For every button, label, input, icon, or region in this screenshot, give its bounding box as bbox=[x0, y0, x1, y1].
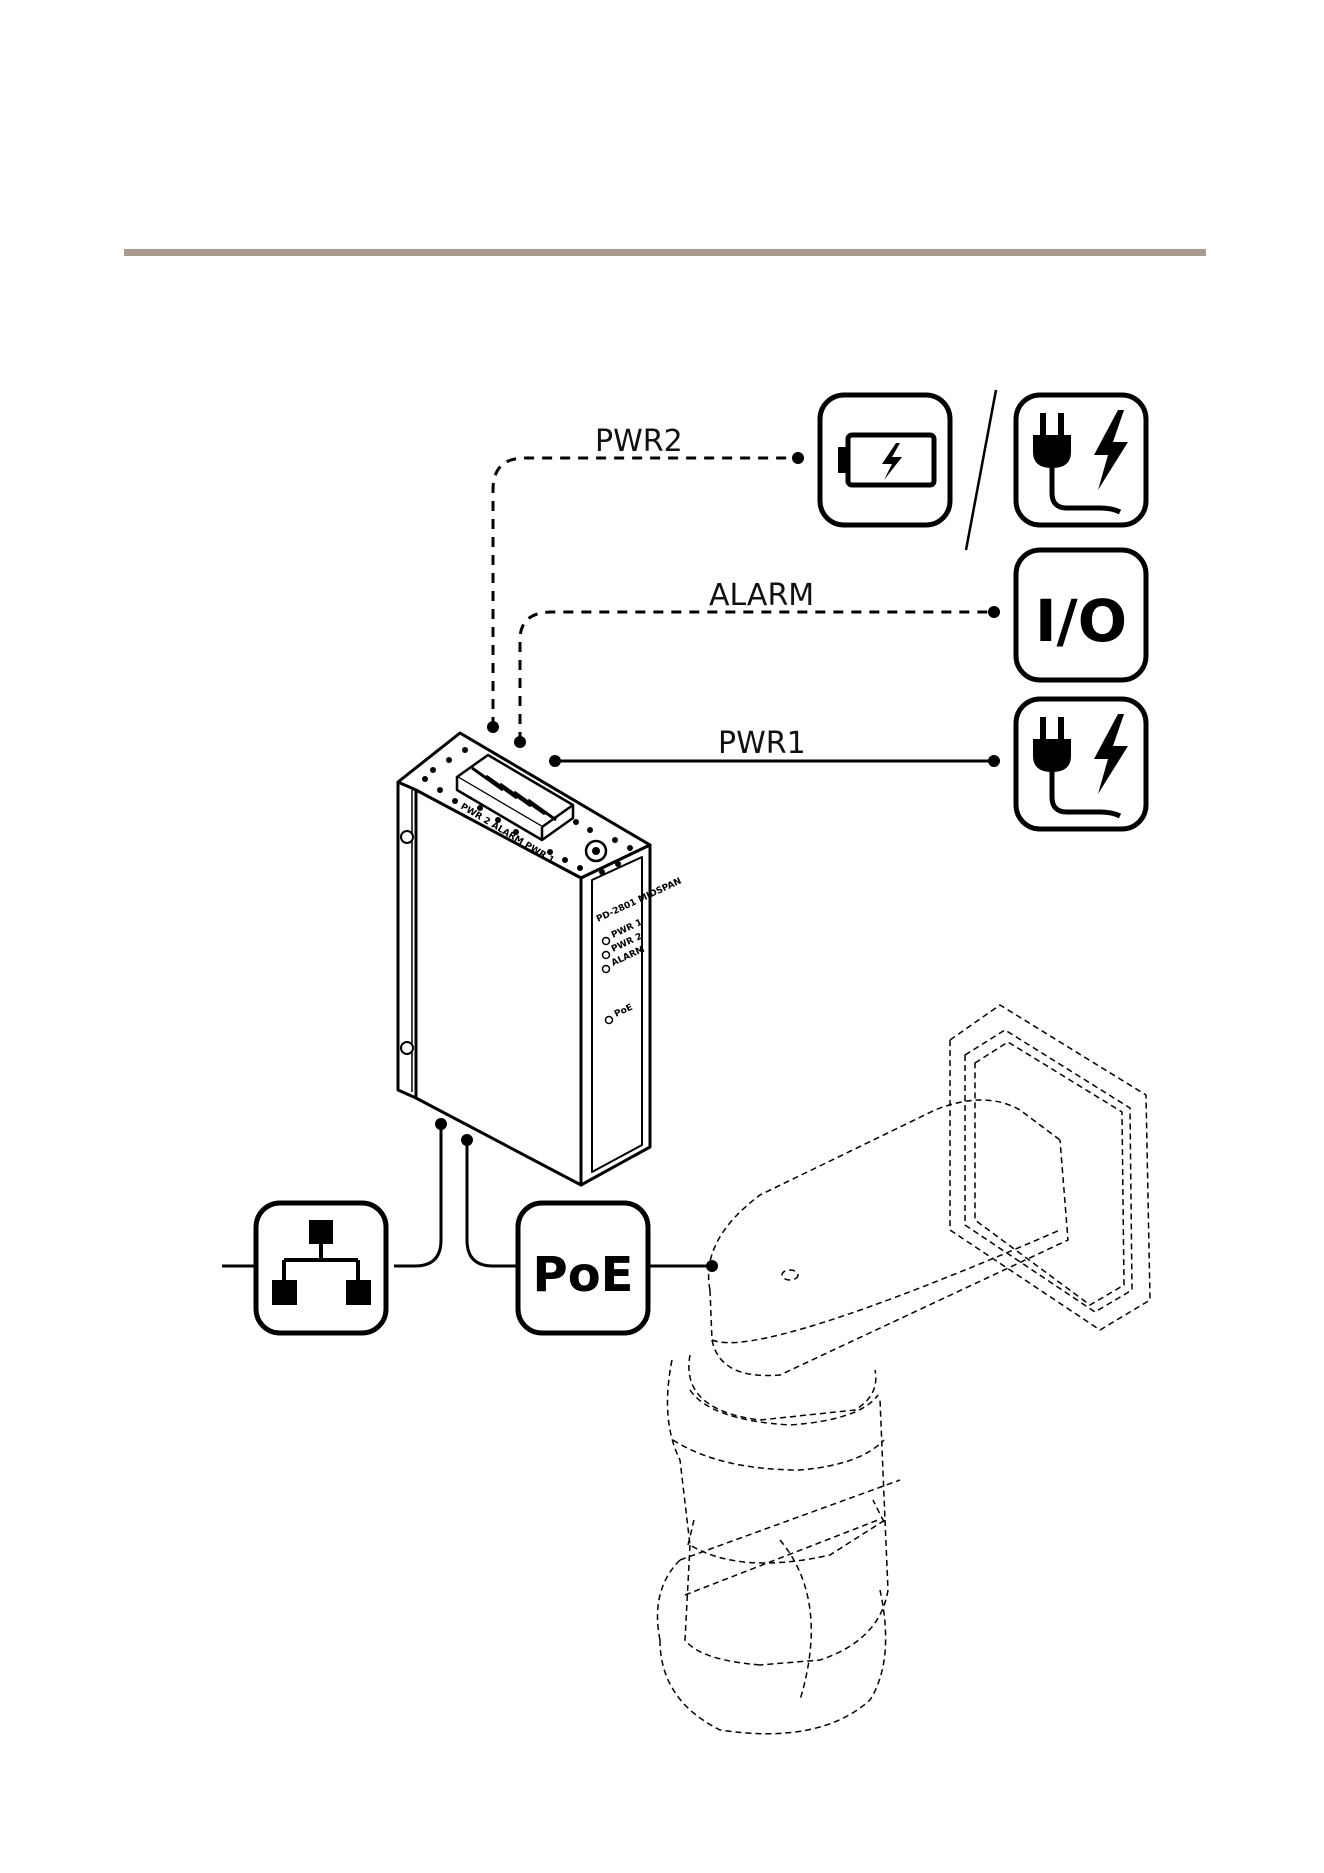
alarm-dot-end bbox=[988, 606, 1000, 618]
alarm-label: ALARM bbox=[709, 578, 814, 613]
network-cable bbox=[394, 1124, 441, 1266]
header-rule bbox=[124, 249, 1206, 256]
poe-dot-device bbox=[461, 1134, 473, 1146]
pwr1-dot-end bbox=[988, 755, 1000, 767]
alarm-cable bbox=[520, 612, 994, 742]
pwr2-label: PWR2 bbox=[595, 424, 683, 459]
divider-slash bbox=[966, 390, 996, 550]
svg-text:I/O: I/O bbox=[1035, 587, 1127, 655]
power-plug-icon bbox=[1016, 395, 1146, 525]
pwr2-dot-end bbox=[792, 452, 804, 464]
alarm-dot-device bbox=[514, 736, 526, 748]
power-plug-icon-pwr1 bbox=[1016, 699, 1146, 829]
ptz-camera-wall-mount bbox=[658, 1005, 1151, 1734]
io-icon: I/O bbox=[1016, 550, 1146, 680]
pwr1-dot-device bbox=[549, 755, 561, 767]
poe-icon: PoE bbox=[518, 1203, 648, 1333]
pwr2-dot-device bbox=[487, 721, 499, 733]
network-icon bbox=[256, 1203, 386, 1333]
poe-in-cable bbox=[467, 1140, 518, 1266]
pwr1-label: PWR1 bbox=[718, 726, 806, 761]
svg-text:PoE: PoE bbox=[533, 1247, 634, 1303]
battery-icon bbox=[820, 395, 950, 525]
network-dot-device bbox=[435, 1118, 447, 1130]
poe-dot-camera bbox=[706, 1260, 718, 1272]
